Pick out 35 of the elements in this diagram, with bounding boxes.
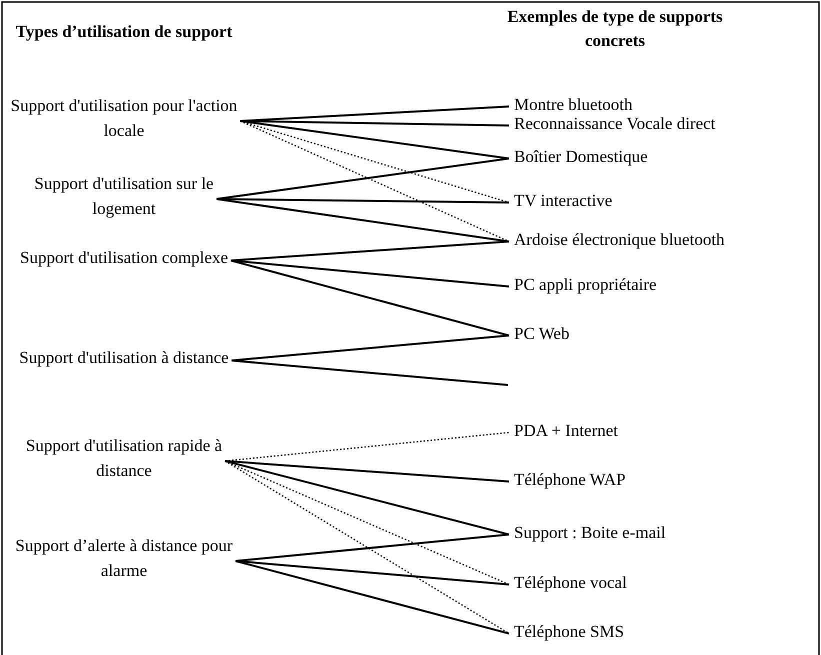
column-heading: Types d’utilisation de support <box>14 21 234 43</box>
support-example-text: PC appli propriétaire <box>514 272 657 297</box>
support-example-text: PDA + Internet <box>514 418 618 443</box>
usage-type-text: Support d'utilisation rapide à distance <box>6 433 242 483</box>
connector-line <box>224 460 510 634</box>
connector-line <box>240 120 510 160</box>
connector-line <box>236 560 510 586</box>
connector-line <box>216 198 510 242</box>
connector-line <box>240 120 510 242</box>
usage-type-text: Support d'utilisation pour l'action locale <box>6 93 242 143</box>
support-example-text: Téléphone vocal <box>514 570 627 595</box>
support-example-text: TV interactive <box>514 188 612 213</box>
connector-line <box>230 260 510 336</box>
support-example-text: PC Web <box>514 321 570 346</box>
connector-line <box>232 334 510 362</box>
usage-type-text: Support d'utilisation sur le logement <box>6 171 242 221</box>
connector-line <box>240 120 510 126</box>
connector-line <box>230 240 510 262</box>
usage-type-text: Support d’alerte à distance pour alarme <box>6 533 242 583</box>
usage-type-text: Support d'utilisation complexe <box>6 245 242 270</box>
connector-line <box>225 460 510 482</box>
connector-line <box>230 260 510 288</box>
connector-line <box>224 460 510 536</box>
connector-line <box>232 360 508 386</box>
support-example-text: Téléphone WAP <box>514 467 626 492</box>
support-example-text: Boîtier Domestique <box>514 144 648 169</box>
connector-line <box>235 560 510 634</box>
support-example-text: Support : Boite e-mail <box>514 520 666 545</box>
connector-line <box>216 198 510 204</box>
connector-line <box>216 158 510 200</box>
usage-type-text: Support d'utilisation à distance <box>6 345 242 370</box>
support-example-text: Ardoise électronique bluetooth <box>514 227 725 252</box>
connector-line <box>235 534 510 562</box>
support-example-text: Téléphone SMS <box>514 619 624 644</box>
column-heading: Exemples de type de supports concrets <box>506 6 724 52</box>
